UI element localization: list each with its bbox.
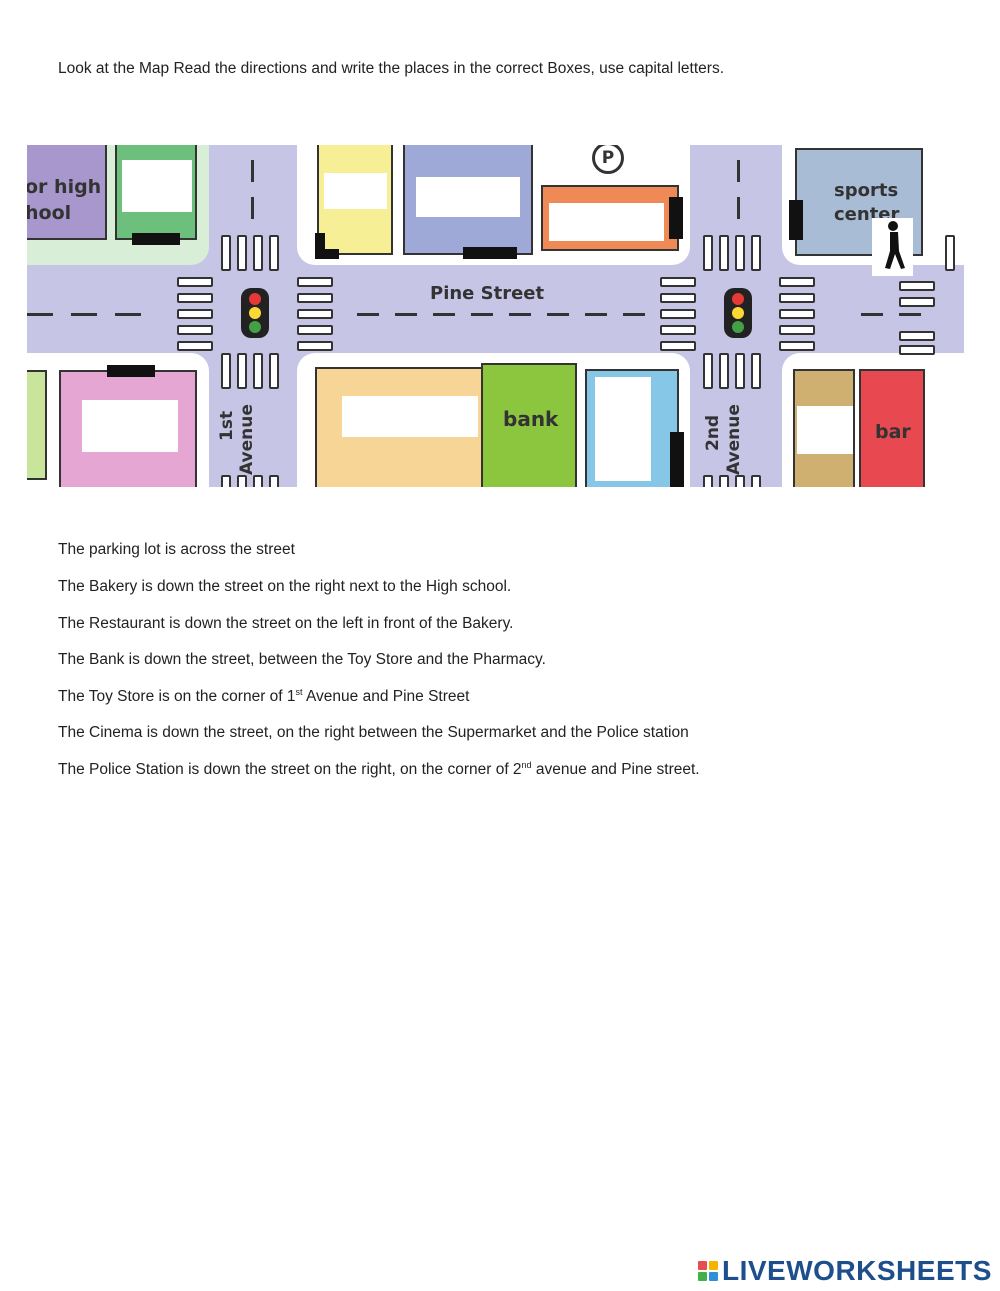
- direction-item: The Bank is down the street, between the…: [58, 651, 546, 669]
- direction-item: The Police Station is down the street on…: [58, 760, 700, 779]
- bar-label: bar: [875, 421, 911, 443]
- direction-item: The Bakery is down the street on the rig…: [58, 578, 512, 596]
- answer-box-4[interactable]: [549, 203, 664, 241]
- direction-item: The Toy Store is on the corner of 1st Av…: [58, 687, 470, 706]
- avenue-1-word: Avenue: [237, 404, 257, 475]
- direction-item: The parking lot is across the street: [58, 541, 295, 559]
- town-map: or high hool sports center P bank bar: [27, 145, 964, 487]
- answer-box-3[interactable]: [416, 177, 520, 217]
- answer-box-8[interactable]: [797, 406, 853, 454]
- instructions-text: Look at the Map Read the directions and …: [58, 60, 725, 77]
- door: [315, 249, 339, 259]
- answer-box-5[interactable]: [82, 400, 178, 452]
- building-lime-bottom: [27, 370, 47, 480]
- logo-text: LIVEWORKSHEETS: [722, 1255, 992, 1286]
- bank-label: bank: [503, 407, 559, 431]
- answer-box-7[interactable]: [595, 377, 651, 481]
- answer-box-2[interactable]: [324, 173, 387, 209]
- bar-building: bar: [859, 369, 925, 487]
- door: [789, 200, 803, 240]
- traffic-light-icon: [722, 286, 754, 340]
- liveworksheets-logo: LIVEWORKSHEETS: [698, 1255, 992, 1287]
- walking-person-icon: [872, 218, 913, 276]
- avenue-1-ordinal: 1st: [217, 410, 237, 441]
- logo-tiles-icon: [698, 1261, 718, 1281]
- answer-box-6[interactable]: [342, 396, 478, 437]
- door: [670, 432, 684, 487]
- bank-building: bank: [481, 363, 577, 487]
- street-name-label: Pine Street: [430, 283, 545, 304]
- direction-item: The Cinema is down the street, on the ri…: [58, 724, 689, 742]
- answer-box-9[interactable]: [479, 353, 577, 363]
- direction-item: The Restaurant is down the street on the…: [58, 615, 514, 633]
- sports-center-label-1: sports: [834, 180, 899, 201]
- door: [132, 233, 180, 245]
- avenue-2-ordinal: 2nd: [703, 414, 723, 451]
- high-school-label-1: or high: [27, 176, 102, 198]
- door: [315, 233, 325, 257]
- high-school-building: or high hool: [27, 145, 107, 240]
- door: [107, 365, 155, 377]
- answer-box-1[interactable]: [122, 160, 192, 212]
- avenue-2-word: Avenue: [724, 404, 744, 475]
- high-school-label-2: hool: [27, 202, 72, 224]
- door: [463, 247, 517, 259]
- door: [669, 197, 683, 239]
- traffic-light-icon: [239, 286, 271, 340]
- parking-sign: P: [592, 145, 624, 174]
